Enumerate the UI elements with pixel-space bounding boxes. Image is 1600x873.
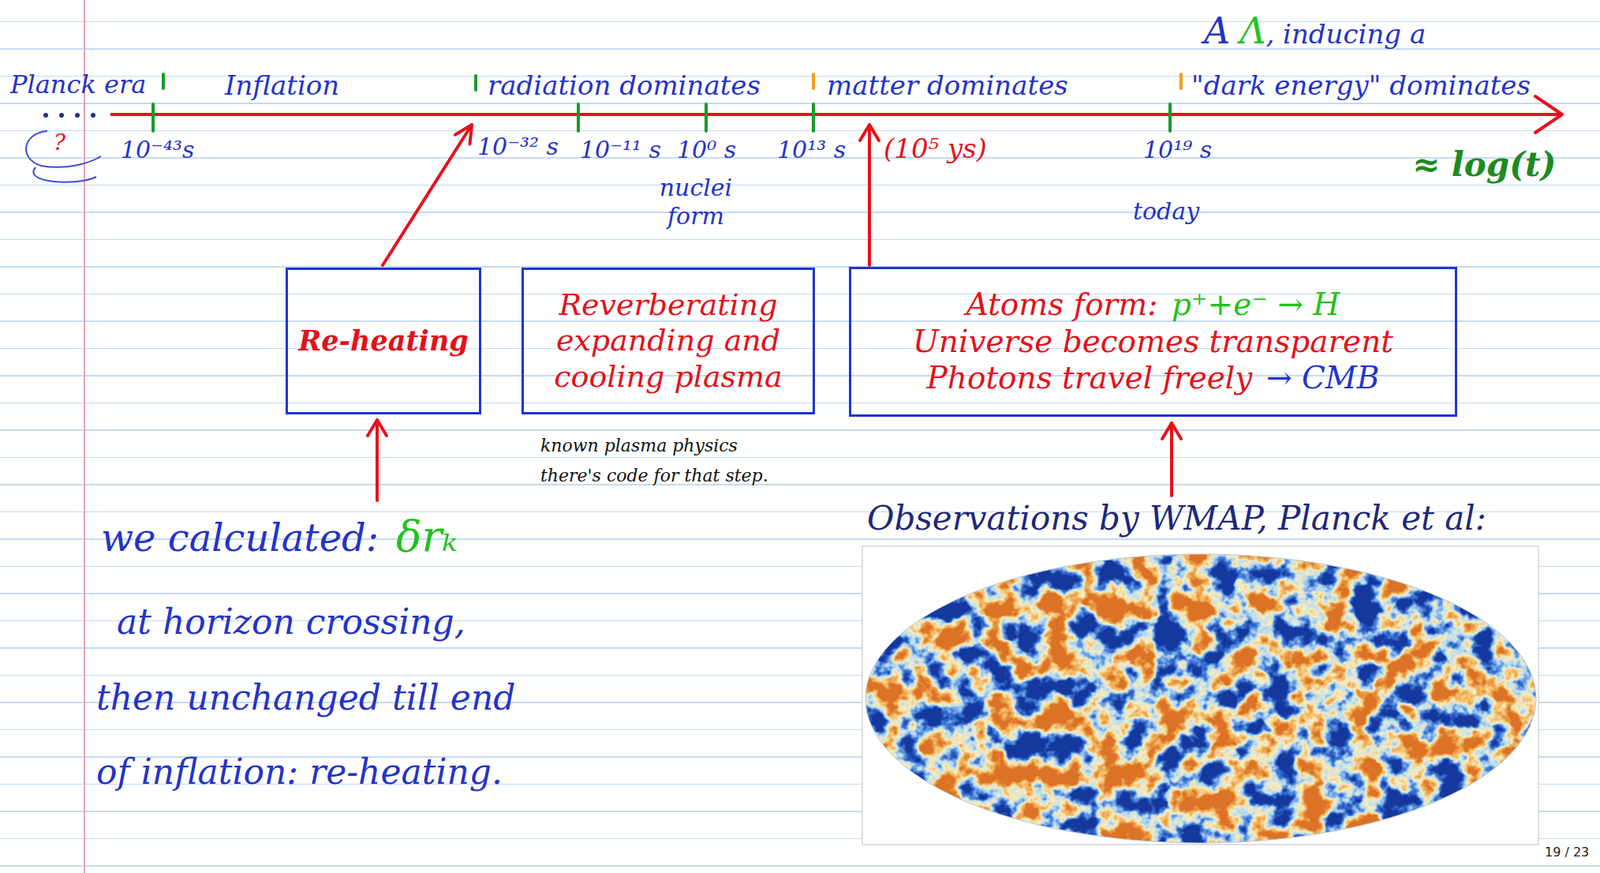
heading-note: Observations by WMAP, Planck et al: (867, 498, 1487, 539)
box-text: Re-heating (298, 324, 469, 357)
cmb-sky-map (862, 545, 1539, 845)
ellipsis-dots (43, 112, 96, 118)
text-group: AΛ, inducing a (1203, 9, 1426, 53)
event-label: today (1132, 197, 1200, 226)
time-label: 10⁻⁴³s (120, 135, 195, 165)
process-box: Re-heating (285, 267, 482, 415)
symbol-label: δrₖ (396, 511, 458, 563)
era-label: radiation dominates (487, 69, 761, 102)
text-line: Atoms form: p⁺+e⁻ → H (966, 286, 1341, 324)
process-box: Reverberating expanding and cooling plas… (521, 267, 815, 415)
pointer-arrows (367, 124, 1182, 501)
text-line: Re-heating (298, 324, 469, 358)
box-text: Atoms form: (966, 286, 1159, 322)
text-group: we calculated: δrₖ (100, 511, 458, 563)
process-box: Atoms form: p⁺+e⁻ → HUniverse becomes tra… (848, 266, 1458, 417)
time-label: 10¹³ s (777, 135, 846, 165)
box-text: Universe becomes transparent (912, 323, 1394, 359)
time-label: (10⁵ ys) (883, 132, 987, 165)
page-number: 19 / 23 (1544, 844, 1589, 860)
time-label: 10⁻¹¹ s (579, 135, 662, 165)
annotation-text: then unchanged till end (96, 676, 516, 719)
box-text: Reverberating expanding and cooling plas… (553, 287, 783, 394)
annotation-text: of inflation: re-heating. (96, 751, 503, 793)
axis-label: ≈ log(t) (1412, 145, 1556, 185)
era-label: Planck era (10, 69, 146, 100)
text-line: Reverberating expanding and cooling plas… (531, 287, 805, 396)
box-text: Photons travel freely (927, 359, 1253, 396)
era-label: Inflation (224, 69, 340, 102)
annotation-text: at horizon crossing, (116, 601, 466, 643)
era-label: matter dominates (826, 69, 1069, 102)
time-label: 10⁻³² s (477, 132, 559, 161)
time-label: 10¹⁹ s (1143, 135, 1212, 165)
question-mark: ? (53, 129, 66, 157)
note-text: there's code for that step. (540, 465, 769, 486)
time-label: 10⁰ s (676, 135, 737, 165)
text-line: Universe becomes transparent (912, 323, 1394, 361)
event-label: nuclei form (640, 173, 752, 231)
text-line: Photons travel freely → CMB (927, 359, 1380, 397)
era-label: "dark energy" dominates (1191, 69, 1531, 102)
margin-line (83, 0, 86, 873)
box-text: p⁺+e⁻ → H (1171, 286, 1340, 322)
timeline-axis (110, 96, 1563, 133)
era-label: , inducing a (1265, 18, 1426, 51)
box-text: → CMB (1266, 359, 1380, 396)
annotation-text: we calculated: (100, 515, 379, 561)
era-label: Λ (1239, 9, 1266, 53)
era-label: A (1203, 9, 1230, 53)
note-text: known plasma physics (540, 435, 738, 457)
